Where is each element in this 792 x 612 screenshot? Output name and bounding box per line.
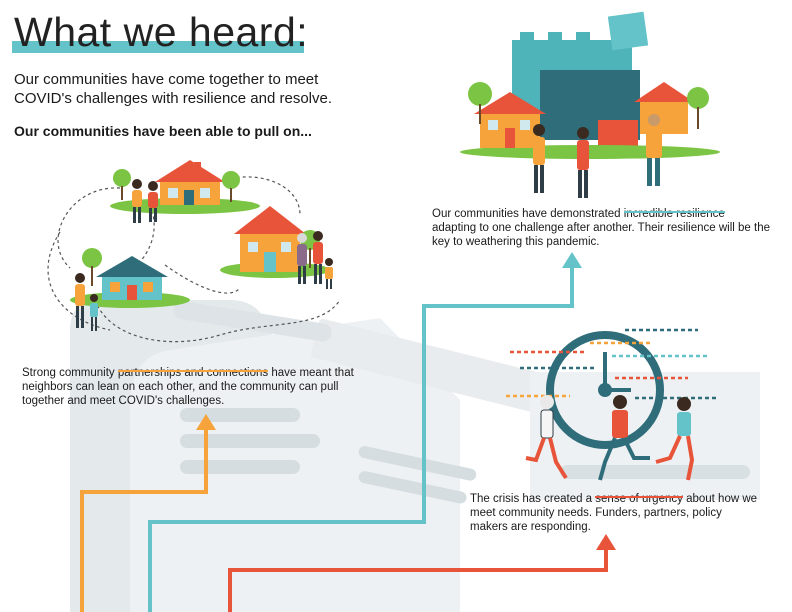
partnerships-caption-end: have meant that neighbors can lean on ea… (22, 367, 354, 407)
community-house-illustration (70, 248, 190, 308)
intro-text: Our communities have come together to me… (14, 71, 333, 107)
partnerships-caption-start: Strong community (22, 367, 118, 379)
person-illustration (75, 273, 98, 331)
community-house-illustration (110, 160, 260, 214)
partnerships-caption: Strong community partnerships and connec… (22, 366, 382, 408)
partnerships-highlight: partnerships and connections (117, 367, 269, 379)
pull-on-heading: Our communities have been able to pull o… (14, 123, 312, 139)
orange-arrowhead-icon (196, 414, 216, 430)
urgency-caption-start: The crisis has created a (470, 493, 596, 505)
resilience-caption: Our communities have demonstrated incred… (432, 207, 772, 249)
teal-arrowhead-icon (562, 252, 582, 268)
resilience-caption-end: adapting to one challenge after another.… (432, 222, 770, 248)
clock-icon (546, 331, 664, 449)
red-arrowhead-icon (596, 534, 616, 550)
page-title: What we heard: (14, 9, 309, 55)
growth-arrows (80, 266, 608, 612)
document-background-shape (70, 300, 760, 612)
urgency-caption-end: about how we meet community needs. Funde… (470, 493, 758, 533)
running-people-illustration (525, 395, 695, 481)
building-blocks-illustration (460, 11, 720, 159)
urgency-caption: The crisis has created a sense of urgenc… (470, 492, 760, 534)
person-illustration (533, 114, 662, 198)
speed-arrows (506, 328, 718, 400)
community-house-illustration (220, 206, 330, 278)
urgency-highlight: sense of urgency (595, 493, 683, 505)
resilience-caption-start: Our communities have demonstrated (432, 208, 624, 220)
person-illustration (132, 179, 158, 223)
person-illustration (297, 231, 333, 289)
resilience-highlight: incredible resilience (623, 208, 725, 220)
